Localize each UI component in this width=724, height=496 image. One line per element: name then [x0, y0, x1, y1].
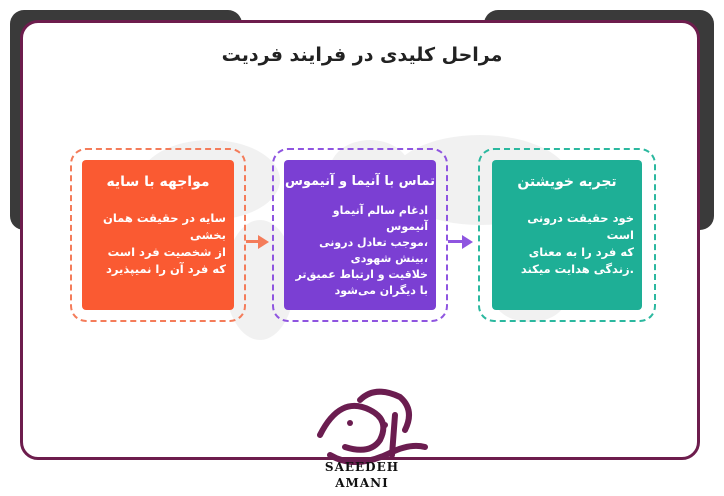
stage-anima-line: با دیگران می‌شود [334, 284, 428, 297]
stage-shadow-outline [70, 148, 246, 322]
stage-anima-card: تماس با آنیما و آنیموس ادغام سالم آنیماو… [284, 160, 436, 310]
connector-line [246, 240, 260, 243]
diagram-title: مراحل کلیدی در فرایند فردیت [221, 44, 503, 66]
stage-shadow-heading: مواجهه با سایه [106, 174, 210, 190]
stage-anima-line: ،بینش شهودی [350, 252, 428, 265]
calligraphy-logo [317, 388, 428, 466]
stage-anima-line: خلاقیت و ارتباط عمیق‌تر [295, 268, 429, 281]
stage-self-heading: تجربه خویشتن [517, 174, 617, 190]
stage-shadow-line: سایه در حقیقت همان بخشی [103, 211, 226, 242]
stage-anima-heading: تماس با آنیما و آنیموس [284, 174, 436, 189]
stage-self-line: .زندگی هدایت میکند [520, 262, 634, 276]
stage-self-text: خود حقیقت درونی است که فرد را به معنای .… [492, 210, 642, 278]
stage-shadow-line: که فرد آن را نمیپذیرد [105, 262, 226, 276]
logo-name-line1: SAEEDEH [324, 460, 400, 474]
stage-anima-line: ادغام سالم آنیماو آنیموس [332, 204, 428, 233]
arrow-right-icon [258, 235, 269, 249]
stage-anima-outline [272, 148, 448, 322]
arrow-right-icon [462, 235, 473, 249]
stage-self-outline [478, 148, 656, 322]
stage-shadow-card: مواجهه با سایه سایه در حقیقت همان بخشی ا… [82, 160, 234, 310]
logo-name-line2: AMANI [335, 476, 389, 490]
stage-shadow-text: سایه در حقیقت همان بخشی از شخصیت فرد است… [82, 210, 234, 278]
stage-self-card: تجربه خویشتن خود حقیقت درونی است که فرد … [492, 160, 642, 310]
connector-line [448, 240, 464, 243]
stage-anima-line: ،موجب تعادل درونی [319, 236, 428, 249]
stage-self-line: که فرد را به معنای [528, 245, 634, 259]
stage-anima-text: ادغام سالم آنیماو آنیموس ،موجب تعادل درو… [284, 203, 436, 299]
stage-self-line: خود حقیقت درونی است [527, 211, 634, 242]
stage-shadow-line: از شخصیت فرد است [107, 245, 226, 259]
